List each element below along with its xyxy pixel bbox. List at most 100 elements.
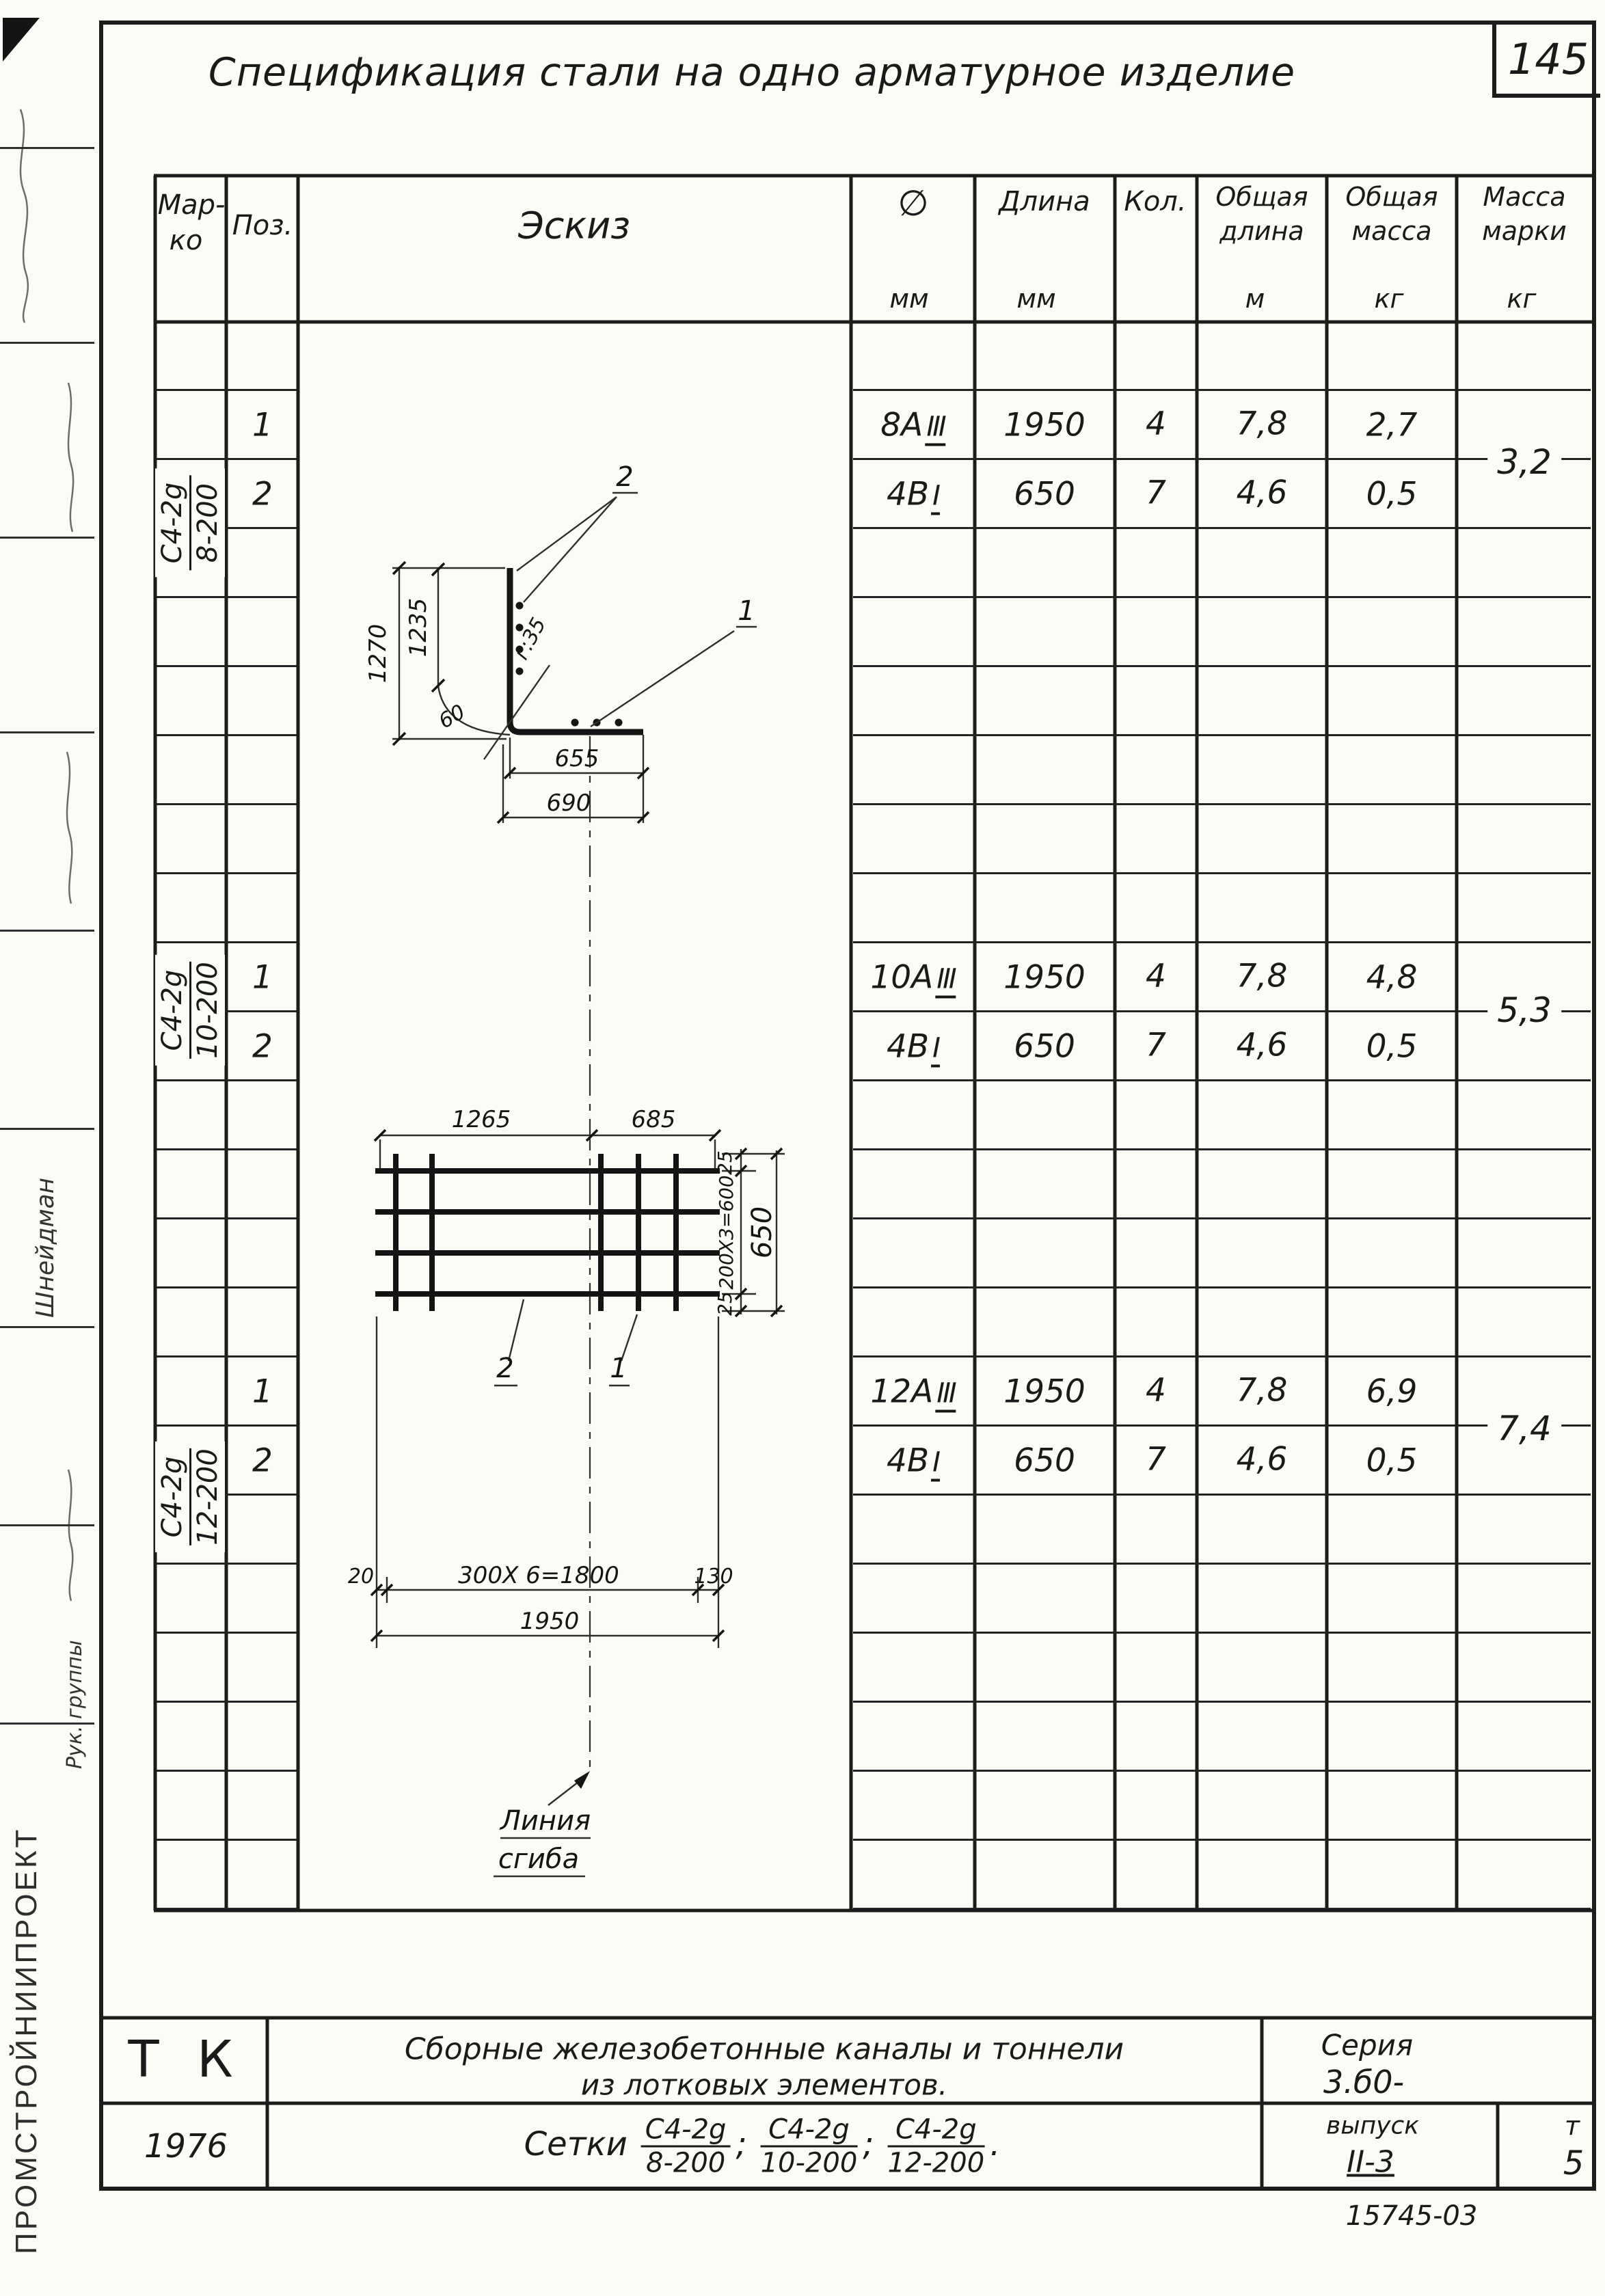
margin-tick [0,930,94,932]
header-total-mass-line1: Общая [1345,182,1438,212]
radius-label: г:35 [509,614,551,664]
net-denominator: 10-200 [760,2147,858,2179]
cell-pos: 1 [252,406,273,444]
series-value: 3.б0- [1323,2064,1405,2101]
header-mark-mass-line1: Масса [1483,182,1566,212]
drawing-frame [99,21,1596,2191]
cell-mark-mass: 5,3 [1487,985,1561,1036]
series-label: Серия [1321,2028,1414,2062]
net-denominator: 8-200 [645,2147,726,2179]
dim-300x6: 300Х 6=1800 [458,1562,619,1589]
dim-1265: 1265 [452,1106,511,1133]
cell-pos: 1 [252,1373,273,1411]
bend-label-line1: Линия [499,1805,591,1837]
cell-length: 1950 [1003,406,1085,444]
dia-size: 4В [887,475,930,513]
sheet-title: Спецификация стали на одно арматурное из… [208,50,1296,95]
cell-total-mass: 0,5 [1366,1442,1418,1480]
dia-size: 4В [887,1027,930,1066]
nets-label: Сетки [524,2125,628,2163]
page-number-box: 145 [1492,25,1600,98]
mesh-label-pos1: 1 [610,1353,627,1384]
header-pos: Поз. [232,210,293,241]
margin-tick [0,1723,94,1725]
dia-class: III [935,1377,957,1413]
header-total-length-line1: Общая [1215,182,1308,212]
dia-class: III [935,963,957,999]
dia-size: 4В [887,1442,930,1480]
title-block-description-line2: из лотковых элементов. [580,2068,948,2102]
sketch-drawing: 2 1 1270 1235 60 г:35 655 690 1265 685 [348,461,785,1878]
dim-60: 60 [435,700,470,733]
cell-total-mass: 0,5 [1366,1027,1418,1066]
dim-685: 685 [632,1106,676,1133]
dia-class: I [931,1446,941,1482]
cell-length: 650 [1014,475,1075,513]
cell-pos: 2 [252,1027,273,1066]
net-numerator: С4-2g [760,2116,858,2148]
net-separator: . [990,2125,1001,2163]
mark-denominator: 8-200 [192,483,224,563]
header-diameter: ∅ [898,183,929,224]
dia-size: 12А [870,1373,934,1411]
cell-total-mass: 0,5 [1366,475,1418,513]
table-row-rules [157,322,297,1909]
sheet-number: 5 [1563,2144,1584,2183]
dia-size: 8А [880,406,923,444]
header-mark-line2: ко [169,225,203,256]
mark-label: С4-2g 10-200 [155,955,225,1066]
callout-pos1: 1 [738,595,755,627]
header-sketch: Эскиз [518,204,630,247]
bend-label-line2: сгиба [498,1843,579,1875]
cell-length: 650 [1014,1442,1075,1480]
cell-qty: 4 [1146,957,1166,995]
header-total-mass-line2: масса [1351,216,1432,246]
dim-655: 655 [555,745,599,772]
margin-tick [0,147,94,149]
cell-length: 1950 [1003,958,1085,997]
cell-total-length: 7,8 [1236,1371,1288,1409]
header-total-mass-unit: кг [1374,284,1404,314]
mark-numerator: С4-2g [157,475,191,571]
net-denominator: 12-200 [887,2147,985,2179]
dim-690: 690 [547,789,591,817]
cell-pos: 2 [252,475,273,513]
margin-tick [0,1128,94,1130]
dim-1950: 1950 [520,1608,580,1635]
net-separator: ; [863,2125,874,2163]
dim-130: 130 [694,1565,733,1589]
dim-650: 650 [746,1206,778,1258]
header-length-unit: мм [1016,284,1056,314]
cell-qty: 4 [1146,1371,1166,1409]
dim-1270: 1270 [364,624,392,684]
title-block-year: 1976 [144,2127,228,2165]
net-separator: ; [736,2125,747,2163]
issue-label: выпуск [1325,2111,1420,2140]
margin-tick [0,1524,94,1526]
header-total-length-unit: м [1245,284,1265,314]
dim-1235: 1235 [405,598,432,658]
header-qty: Кол. [1124,186,1187,217]
title-block-org-code: Т К [128,2030,244,2089]
doc-number: 15745-03 [1345,2200,1478,2232]
header-mark-mass-line2: марки [1482,216,1567,246]
cell-pos: 2 [252,1442,273,1480]
header-total-length-line2: длина [1219,216,1304,246]
cell-length: 1950 [1003,1373,1085,1411]
header-diameter-unit: мм [889,284,929,314]
mark-label: С4-2g 12-200 [155,1442,225,1552]
sheet-label-fragment: т [1564,2111,1580,2141]
cell-length: 650 [1014,1027,1075,1066]
dia-class: III [925,411,947,446]
table-row-rules [1458,322,1591,1909]
margin-tick [0,537,94,539]
